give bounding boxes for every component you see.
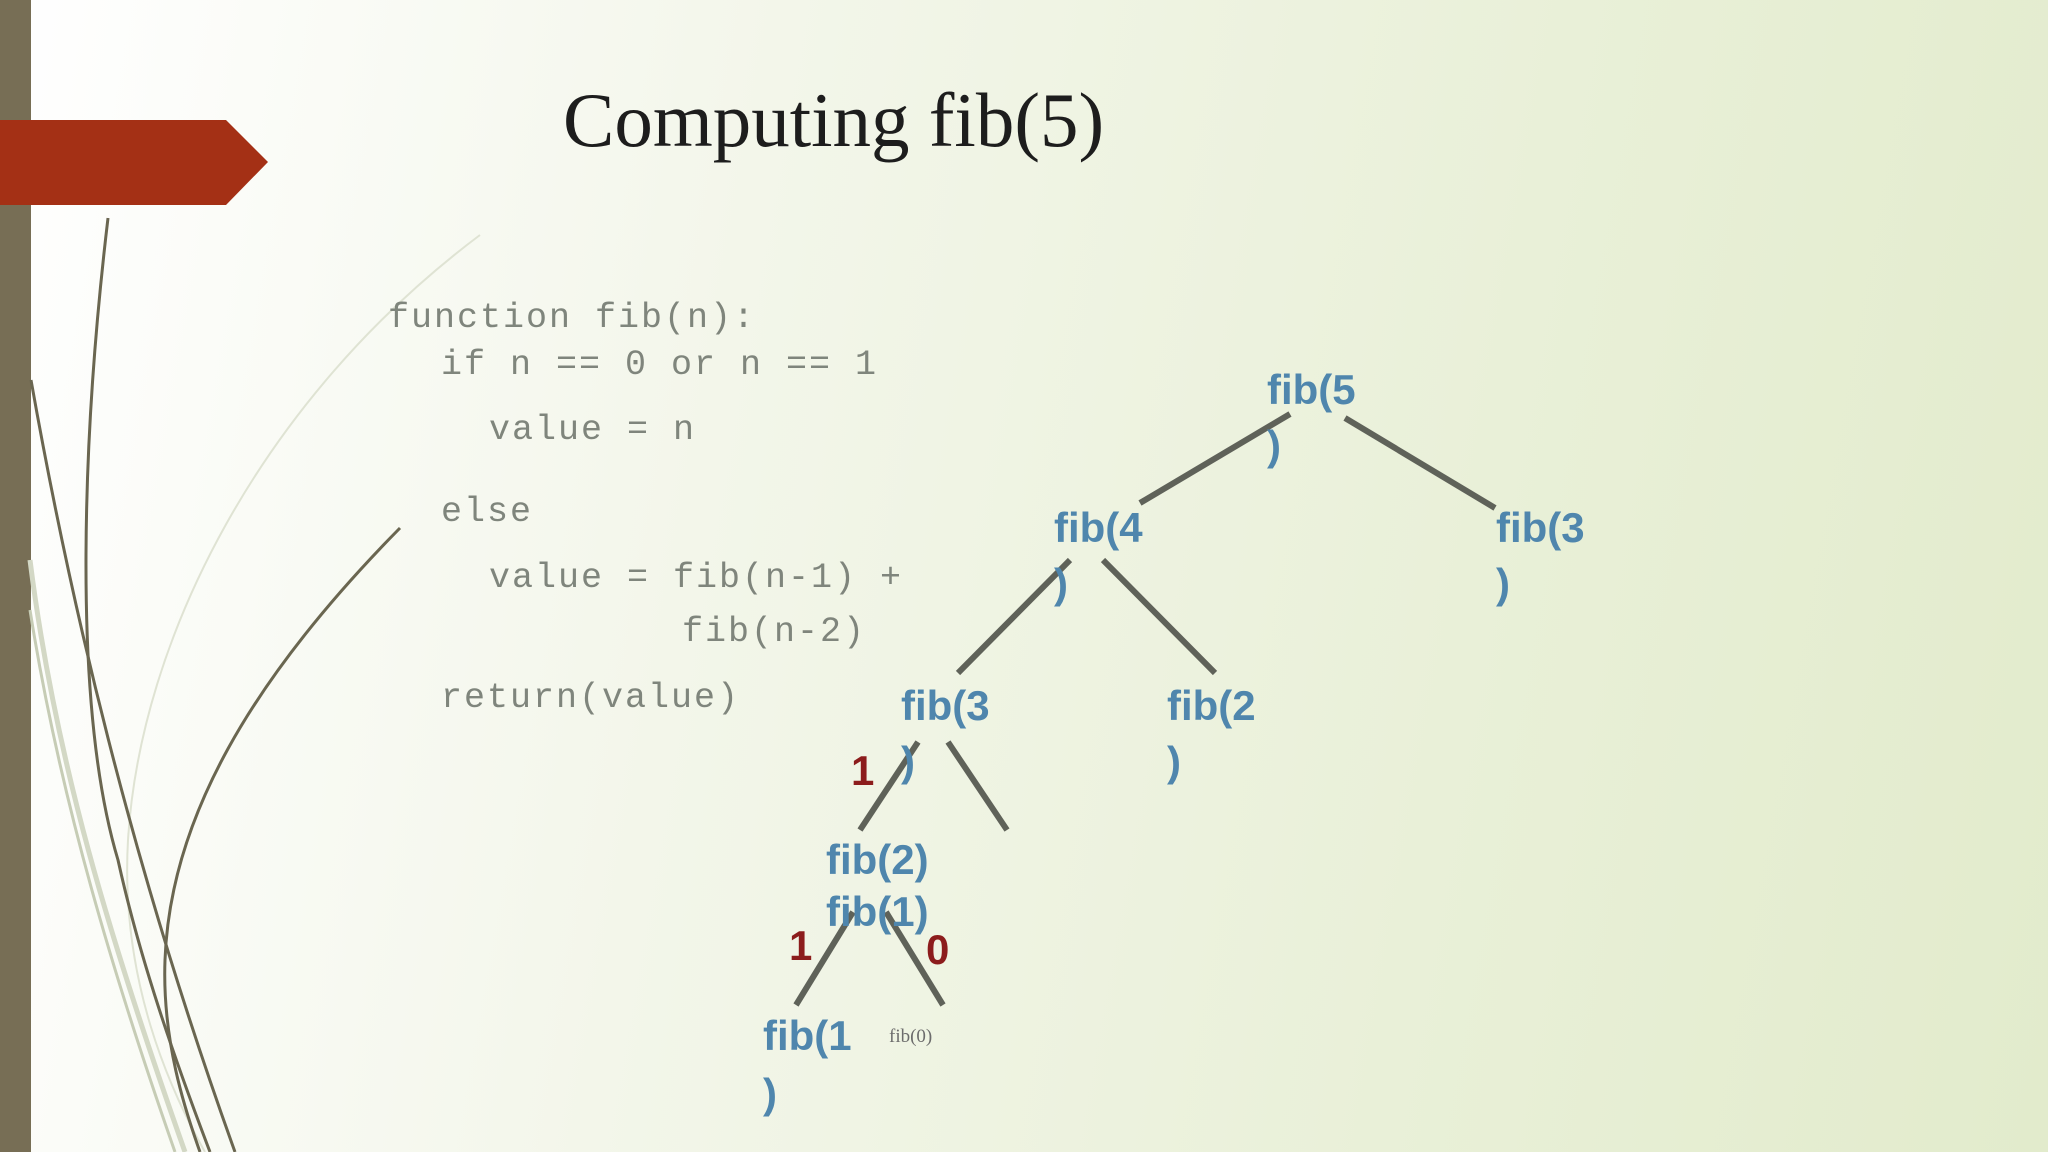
node-fib3-right: fib(3 ) — [1496, 500, 1585, 612]
code-line-2: if n == 0 or n == 1 — [441, 345, 879, 385]
value-fib1-left: 1 — [789, 922, 813, 969]
node-fib5-paren: ) — [1267, 422, 1281, 469]
node-fib5-label: fib(5 — [1267, 366, 1356, 413]
node-fib3-label: fib(3 — [901, 682, 990, 729]
code-line-5: value = fib(n-1) + — [489, 558, 904, 598]
node-fib2-right-label: fib(2 — [1167, 682, 1256, 729]
node-fib3-right-paren: ) — [1496, 560, 1510, 607]
edge-fib3-right — [945, 740, 1010, 832]
node-fib2-right-paren: ) — [1167, 738, 1181, 785]
node-fib3: fib(3 ) — [901, 678, 990, 790]
node-fib3-paren: ) — [901, 738, 915, 785]
value-fib3-left: 1 — [851, 747, 875, 794]
node-fib0: fib(0) — [889, 1026, 933, 1047]
value-fib0-right: 0 — [926, 926, 950, 973]
edge-fib2-fib0 — [883, 910, 946, 1007]
edge-fib4-fib3 — [955, 557, 1073, 676]
edge-fib2-fib1 — [793, 910, 856, 1007]
edge-fib3-fib2 — [857, 740, 921, 832]
code-line-1: function fib(n): — [388, 298, 757, 338]
edge-fib4-fib2 — [1100, 557, 1218, 676]
node-fib2: fib(2) fib(1) — [826, 832, 929, 940]
node-fib1: fib(1 ) — [763, 1008, 852, 1122]
node-fib3-right-label: fib(3 — [1496, 504, 1585, 551]
node-fib4: fib(4 ) — [1054, 500, 1143, 612]
node-fib1-paren: ) — [763, 1070, 777, 1117]
node-fib2-sub: fib(1) — [826, 888, 929, 935]
node-fib5: fib(5 ) — [1267, 362, 1356, 474]
node-fib4-label: fib(4 — [1054, 504, 1143, 551]
code-line-6: fib(n-2) — [682, 612, 867, 652]
code-line-3: value = n — [489, 410, 697, 450]
title-accent-arrow — [0, 120, 268, 205]
slide-title: Computing fib(5) — [563, 77, 1105, 163]
node-fib4-paren: ) — [1054, 560, 1068, 607]
node-fib2-label: fib(2) — [826, 836, 929, 883]
code-line-4: else — [441, 492, 534, 532]
edge-fib5-fib4 — [1138, 411, 1292, 506]
node-fib2-right: fib(2 ) — [1167, 678, 1256, 790]
node-fib1-label: fib(1 — [763, 1012, 852, 1059]
code-line-7: return(value) — [441, 678, 741, 718]
edge-fib5-fib3 — [1343, 415, 1497, 511]
